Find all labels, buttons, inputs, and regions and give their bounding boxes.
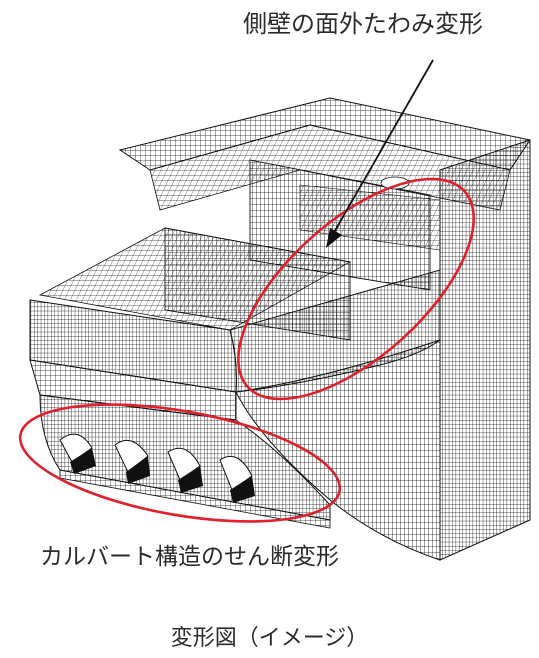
culvert-openings xyxy=(59,433,255,503)
culvert-shear-highlight xyxy=(18,403,342,523)
compartment-floor xyxy=(38,227,352,331)
leader-arrow xyxy=(326,59,434,248)
right-exterior-wall xyxy=(439,139,531,561)
figure-caption: 変形図（イメージ） xyxy=(170,626,369,651)
wall-deflection-highlight xyxy=(237,177,475,401)
highlight-ellipses xyxy=(18,177,475,523)
culvert-structure xyxy=(39,394,331,529)
wall-deflection-label: 側壁の面外たわみ変形 xyxy=(243,10,483,38)
culvert-shear-label: カルバート構造のせん断変形 xyxy=(40,544,339,570)
